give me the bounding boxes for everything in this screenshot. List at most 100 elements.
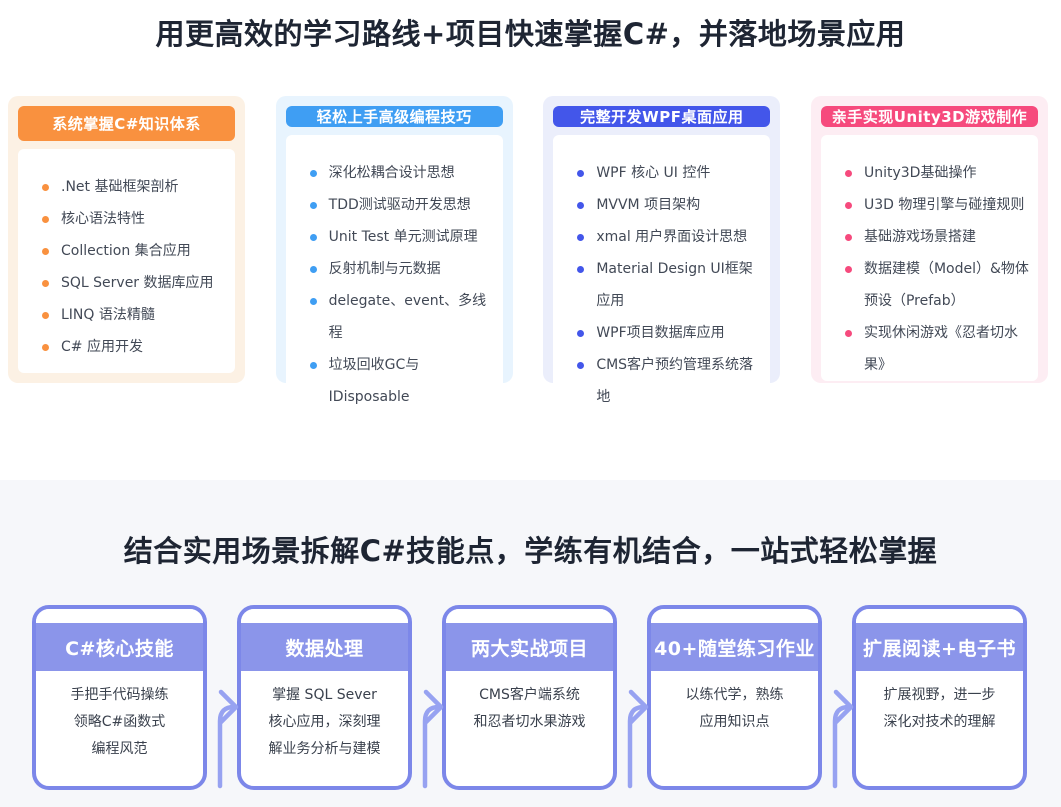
course-goals-section: 用更高效的学习路线+项目快速掌握C#，并落地场景应用 系统掌握C#知识体系 .N…: [0, 0, 1061, 413]
item-label: 实现休闲游戏《忍者切水果》: [863, 325, 1018, 373]
item-label: CMS客户预约管理系统落地: [596, 357, 754, 405]
list-item: 核心语法特性: [42, 203, 229, 235]
item-label: .Net 基础框架剖析: [61, 179, 179, 195]
flow-step-desc: 掌握 SQL Sever 核心应用，深刻理 解业务分析与建模: [268, 687, 381, 757]
flow-step-header: 两大实战项目: [446, 623, 613, 671]
item-label: 基础游戏场景搭建: [863, 229, 976, 245]
flow-step-header: 40+随堂练习作业: [651, 623, 818, 671]
list-item: TDD测试驱动开发思想: [309, 189, 497, 221]
goal-list: 深化松耦合设计思想 TDD测试驱动开发思想 Unit Test 单元测试原理 反…: [285, 135, 503, 413]
bullet-dot-icon: [42, 184, 49, 191]
bullet-dot-icon: [844, 170, 852, 177]
bullet-dot-icon: [844, 202, 852, 209]
flow-step-core-skills: C#核心技能 手把手代码操练 领略C#函数式 编程风范: [32, 605, 207, 790]
skills-flow-section: 结合实用场景拆解C#技能点，学练有机结合，一站式轻松掌握 C#核心技能 手把手代…: [0, 480, 1061, 807]
goal-cards-row: 系统掌握C#知识体系 .Net 基础框架剖析 核心语法特性 Collection…: [0, 96, 1061, 413]
flow-step-header: C#核心技能: [36, 623, 203, 671]
page-title: 用更高效的学习路线+项目快速掌握C#，并落地场景应用: [155, 17, 906, 51]
item-label: xmal 用户界面设计思想: [596, 229, 748, 245]
list-item: delegate、event、多线程: [309, 285, 497, 349]
goal-card-wpf: 完整开发WPF桌面应用 WPF 核心 UI 控件 MVVM 项目架构 xmal …: [543, 96, 781, 413]
item-label: MVVM 项目架构: [596, 197, 701, 213]
bullet-dot-icon: [42, 216, 49, 223]
bullet-dot-icon: [844, 330, 852, 337]
goal-card-advanced-skills: 轻松上手高级编程技巧 深化松耦合设计思想 TDD测试驱动开发思想 Unit Te…: [275, 96, 513, 413]
item-label: TDD测试驱动开发思想: [328, 197, 471, 213]
bullet-dot-icon: [42, 280, 49, 287]
list-item: U3D 物理引擎与碰撞规则: [844, 189, 1032, 221]
item-label: 数据建模（Model）&物体 预设（Prefab）: [863, 261, 1029, 309]
list-item: Material Design UI框架应用: [577, 253, 764, 317]
bullet-dot-icon: [42, 248, 49, 255]
goal-card-csharp-basics: 系统掌握C#知识体系 .Net 基础框架剖析 核心语法特性 Collection…: [8, 96, 245, 383]
flow-step-top-strip: [36, 609, 203, 623]
flow-step-top-strip: [856, 609, 1023, 623]
list-item: 实现休闲游戏《忍者切水果》: [844, 317, 1032, 381]
flow-arrow-icon: [412, 605, 444, 790]
bullet-dot-icon: [309, 202, 317, 209]
item-label: delegate、event、多线程: [328, 293, 487, 341]
item-label: 垃圾回收GC与IDisposable: [328, 357, 420, 405]
item-label: Material Design UI框架应用: [596, 261, 753, 309]
bullet-dot-icon: [309, 234, 317, 241]
list-item: 反射机制与元数据: [309, 253, 497, 285]
flow-arrow-icon: [207, 605, 239, 790]
goal-card-header: 轻松上手高级编程技巧: [285, 106, 503, 127]
bullet-dot-icon: [42, 312, 49, 319]
flow-step-top-strip: [651, 609, 818, 623]
list-item: CMS客户预约管理系统落地: [577, 349, 764, 413]
item-label: Unit Test 单元测试原理: [328, 229, 478, 245]
list-item: 深化松耦合设计思想: [309, 157, 497, 189]
flow-step-reading: 扩展阅读+电子书 扩展视野，进一步 深化对技术的理解: [852, 605, 1027, 790]
flow-step-header: 数据处理: [241, 623, 408, 671]
list-item: 数据建模（Model）&物体 预设（Prefab）: [844, 253, 1032, 317]
bullet-dot-icon: [577, 266, 585, 273]
flow-step-desc: CMS客户端系统 和忍者切水果游戏: [473, 687, 586, 730]
bullet-dot-icon: [309, 362, 317, 369]
section-title: 结合实用场景拆解C#技能点，学练有机结合，一站式轻松掌握: [123, 534, 938, 568]
list-item: WPF 核心 UI 控件: [577, 157, 764, 189]
item-label: 深化松耦合设计思想: [328, 165, 455, 181]
list-item: .Net 基础框架剖析: [42, 171, 229, 203]
bullet-dot-icon: [42, 344, 49, 351]
goal-list: WPF 核心 UI 控件 MVVM 项目架构 xmal 用户界面设计思想 Mat…: [553, 135, 771, 413]
flow-arrow-icon: [822, 605, 854, 790]
list-item: C# 应用开发: [42, 331, 229, 363]
list-item: LINQ 语法精髓: [42, 299, 229, 331]
flow-step-data-processing: 数据处理 掌握 SQL Sever 核心应用，深刻理 解业务分析与建模: [237, 605, 412, 790]
flow-step-desc: 扩展视野，进一步 深化对技术的理解: [883, 687, 996, 730]
flow-arrow-icon: [617, 605, 649, 790]
flow-step-exercises: 40+随堂练习作业 以练代学，熟练 应用知识点: [647, 605, 822, 790]
flow-step-projects: 两大实战项目 CMS客户端系统 和忍者切水果游戏: [442, 605, 617, 790]
flow-step-top-strip: [241, 609, 408, 623]
list-item: 基础游戏场景搭建: [844, 221, 1032, 253]
bullet-dot-icon: [577, 170, 585, 177]
item-label: WPF项目数据库应用: [596, 325, 725, 341]
flow-step-header: 扩展阅读+电子书: [856, 623, 1023, 671]
goal-card-header: 亲手实现Unity3D游戏制作: [820, 106, 1038, 127]
bullet-dot-icon: [844, 234, 852, 241]
item-label: SQL Server 数据库应用: [61, 275, 214, 291]
goal-card-unity3d: 亲手实现Unity3D游戏制作 Unity3D基础操作 U3D 物理引擎与碰撞规…: [810, 96, 1048, 383]
goal-list: Unity3D基础操作 U3D 物理引擎与碰撞规则 基础游戏场景搭建 数据建模（…: [820, 135, 1038, 381]
flow-step-desc: 以练代学，熟练 应用知识点: [685, 687, 784, 730]
item-label: C# 应用开发: [61, 339, 143, 355]
list-item: WPF项目数据库应用: [577, 317, 764, 349]
bullet-dot-icon: [844, 266, 852, 273]
list-item: Unit Test 单元测试原理: [309, 221, 497, 253]
list-item: 垃圾回收GC与IDisposable: [309, 349, 497, 413]
list-item: Collection 集合应用: [42, 235, 229, 267]
item-label: U3D 物理引擎与碰撞规则: [863, 197, 1025, 213]
item-label: 反射机制与元数据: [328, 261, 441, 277]
bullet-dot-icon: [309, 266, 317, 273]
goal-list: .Net 基础框架剖析 核心语法特性 Collection 集合应用 SQL S…: [18, 149, 235, 373]
bullet-dot-icon: [577, 202, 585, 209]
list-item: Unity3D基础操作: [844, 157, 1032, 189]
bullet-dot-icon: [577, 362, 585, 369]
list-item: xmal 用户界面设计思想: [577, 221, 764, 253]
item-label: 核心语法特性: [61, 211, 145, 227]
flow-row: C#核心技能 手把手代码操练 领略C#函数式 编程风范 数据处理 掌握 SQL …: [0, 605, 1061, 790]
flow-step-desc: 手把手代码操练 领略C#函数式 编程风范: [70, 687, 169, 757]
item-label: LINQ 语法精髓: [61, 307, 155, 323]
list-item: SQL Server 数据库应用: [42, 267, 229, 299]
